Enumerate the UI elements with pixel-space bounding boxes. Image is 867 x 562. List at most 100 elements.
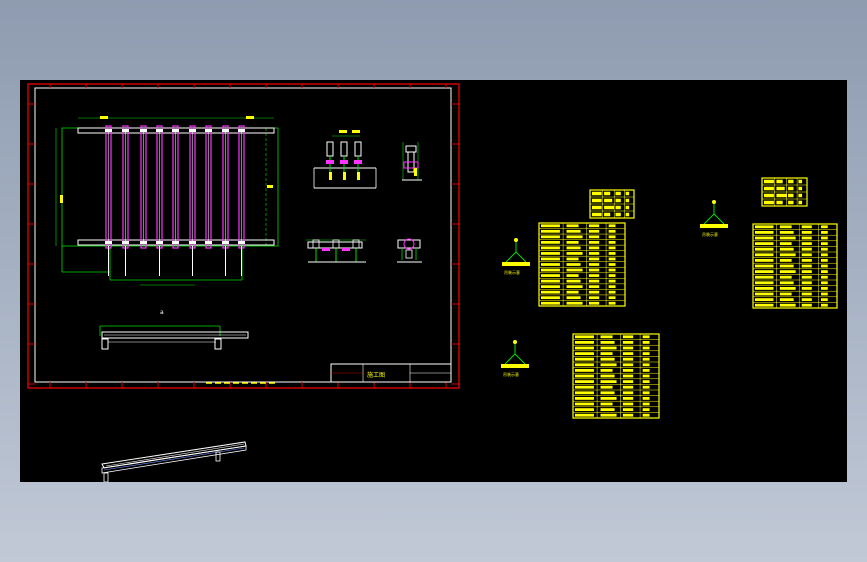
section-post — [352, 239, 360, 249]
table-cell-text — [622, 391, 634, 395]
table-cell-text — [801, 292, 812, 296]
table-cell-text — [622, 397, 634, 400]
section-post-cap — [326, 160, 334, 164]
table-cell-text — [566, 279, 581, 283]
table-cell-text — [755, 275, 774, 279]
table-cell-text — [764, 186, 774, 191]
table-cell-text — [622, 335, 634, 339]
table-cell-text — [764, 193, 774, 198]
table-cell-text — [575, 397, 594, 400]
table-cell-text — [600, 335, 613, 339]
plan-member-joint — [122, 129, 129, 132]
plan-member-joint — [156, 129, 163, 132]
table-cell-text — [575, 357, 594, 361]
section-detail-4 — [397, 238, 422, 263]
table-cell-text — [604, 198, 613, 203]
table-cell-text — [821, 275, 828, 279]
table-cell-text — [615, 205, 621, 210]
table-cell-text — [821, 247, 828, 251]
drawing-canvas[interactable]: a — [20, 80, 847, 482]
table-cell-text — [622, 346, 634, 350]
table-cell-text — [600, 385, 613, 389]
lift-sling — [504, 353, 516, 365]
table-cell-text — [541, 268, 560, 272]
table-cell-text — [575, 385, 594, 389]
table-cell-text — [642, 397, 650, 400]
table-cell-text — [798, 179, 803, 184]
table-cell-text — [566, 290, 579, 294]
table-cell-text — [779, 275, 792, 279]
table-cell-text — [588, 290, 600, 294]
lift-label: 吊装示意 — [503, 371, 519, 377]
table-cell-text — [541, 240, 560, 244]
table-cell-text — [541, 263, 560, 266]
section-post-base — [329, 172, 332, 180]
plan-member-joint — [122, 241, 129, 244]
table-cell-text — [821, 292, 828, 296]
table-cell-text — [755, 264, 774, 268]
table-cell-text — [575, 346, 594, 350]
table-cell-text — [801, 270, 812, 273]
table-cell-text — [642, 408, 650, 411]
lift-load — [502, 262, 530, 266]
table-cell-text — [642, 341, 650, 344]
table-cell-text — [779, 270, 796, 273]
plan-member-joint — [140, 129, 147, 132]
table-cell-text — [604, 191, 611, 196]
table-cell-text — [625, 198, 630, 203]
table-cell-text — [566, 274, 579, 277]
table-cell-text — [566, 240, 579, 244]
table-cell-text — [788, 179, 794, 184]
lift-sling — [515, 251, 527, 263]
table-cell-text — [798, 200, 803, 205]
table-cell-text — [622, 369, 634, 372]
table-cell-text — [608, 252, 616, 255]
lift-label: 吊装示意 — [702, 231, 718, 237]
table-cell-text — [600, 408, 615, 411]
schedule-tables — [538, 177, 838, 419]
table-cell-text — [588, 279, 600, 283]
table-cell-text — [588, 240, 600, 244]
table-cell-text — [588, 257, 600, 261]
table-cell-text — [604, 212, 611, 217]
table-cell-text — [622, 341, 634, 344]
sheet-frame — [27, 83, 460, 389]
lift-diagram: 吊装示意 — [700, 200, 728, 237]
table-cell-text — [566, 257, 579, 261]
table-cell-text — [642, 363, 650, 367]
lift-sling — [713, 213, 725, 225]
table-cell-text — [642, 357, 650, 361]
side-elevation: a — [99, 309, 249, 350]
table-cell-text — [801, 253, 812, 257]
table-cell-text — [801, 298, 812, 301]
table-cell-text — [600, 397, 617, 400]
cad-model-space[interactable]: a — [20, 80, 847, 482]
table-cell-text — [622, 357, 634, 361]
table-cell-text — [541, 257, 560, 261]
table-cell-text — [608, 229, 616, 233]
lift-hook — [513, 340, 517, 344]
table-cell-text — [575, 391, 594, 395]
table-cell-text — [642, 385, 650, 389]
lift-diagram: 吊装示意 — [501, 340, 529, 377]
table-cell-text — [541, 290, 560, 294]
table-cell-text — [575, 352, 594, 355]
table-cell-text — [622, 363, 634, 367]
table-cell-text — [622, 374, 634, 378]
table-cell-text — [642, 380, 650, 383]
table-cell-text — [642, 346, 650, 350]
section-post — [332, 239, 340, 249]
schedule-table — [589, 189, 635, 219]
table-cell-text — [588, 285, 600, 289]
table-cell-text — [821, 253, 828, 257]
section-post — [354, 141, 362, 157]
section-post-cap — [340, 160, 348, 164]
table-cell-text — [541, 296, 560, 300]
table-cell-text — [608, 290, 616, 294]
drawing-name: 施工图 — [367, 371, 385, 379]
lift-load — [501, 364, 529, 368]
table-cell-text — [779, 242, 792, 245]
table-cell-text — [642, 413, 650, 417]
plan-member-joint — [222, 129, 229, 132]
table-cell-text — [608, 240, 616, 244]
